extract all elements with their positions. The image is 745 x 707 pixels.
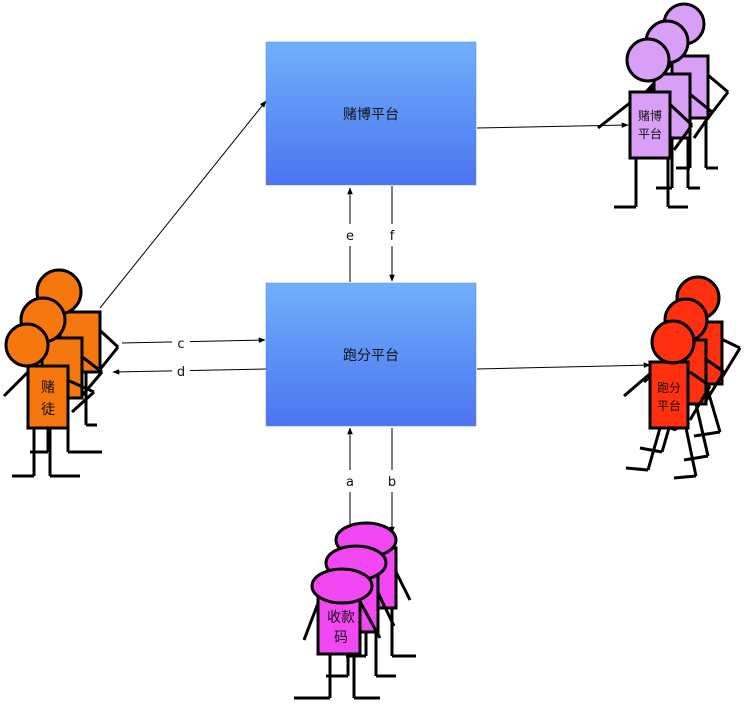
gambler-group: [2, 268, 120, 478]
gambler-label-line2: 徒: [41, 402, 55, 418]
gambling-staff-group: [597, 2, 730, 209]
gambling-platform-label: 赌博平台: [343, 106, 399, 123]
score-staff-label-line2: 平台: [657, 398, 681, 413]
gambling-staff-figure-front: [597, 37, 694, 209]
edge-label-b: b: [388, 475, 396, 490]
score-platform-label: 跑分平台: [343, 348, 399, 364]
collector-label-line2: 码: [334, 630, 348, 646]
edge-labels: e f c d a b: [172, 224, 400, 492]
collector-group: [294, 521, 416, 700]
edge-label-f: f: [390, 229, 395, 244]
score-staff-label-line1: 跑分: [657, 381, 681, 395]
gambling-staff-label-line2: 平台: [638, 126, 662, 141]
gambler-figure-front: [2, 322, 96, 478]
collector-label-line1: 收款: [327, 610, 355, 626]
edge-label-e: e: [346, 229, 354, 244]
collector-figure-front: [294, 567, 382, 700]
edge-gambling-platform-to-staff: [476, 122, 629, 129]
edge-label-c: c: [177, 337, 184, 352]
edge-gambler-to-gambling-platform: [99, 100, 267, 309]
edge-c: [121, 337, 266, 344]
gambling-platform-box[interactable]: 赌博平台: [265, 41, 477, 186]
edge-label-d: d: [177, 365, 185, 380]
score-platform-box[interactable]: 跑分平台: [265, 282, 477, 427]
score-staff-group: [623, 275, 742, 480]
edge-score-platform-to-staff: [476, 362, 651, 370]
gambler-label-line1: 赌: [41, 380, 55, 396]
edge-label-a: a: [346, 475, 354, 490]
score-staff-figure-front: [623, 319, 712, 480]
gambling-staff-label-line1: 赌博: [638, 108, 662, 123]
